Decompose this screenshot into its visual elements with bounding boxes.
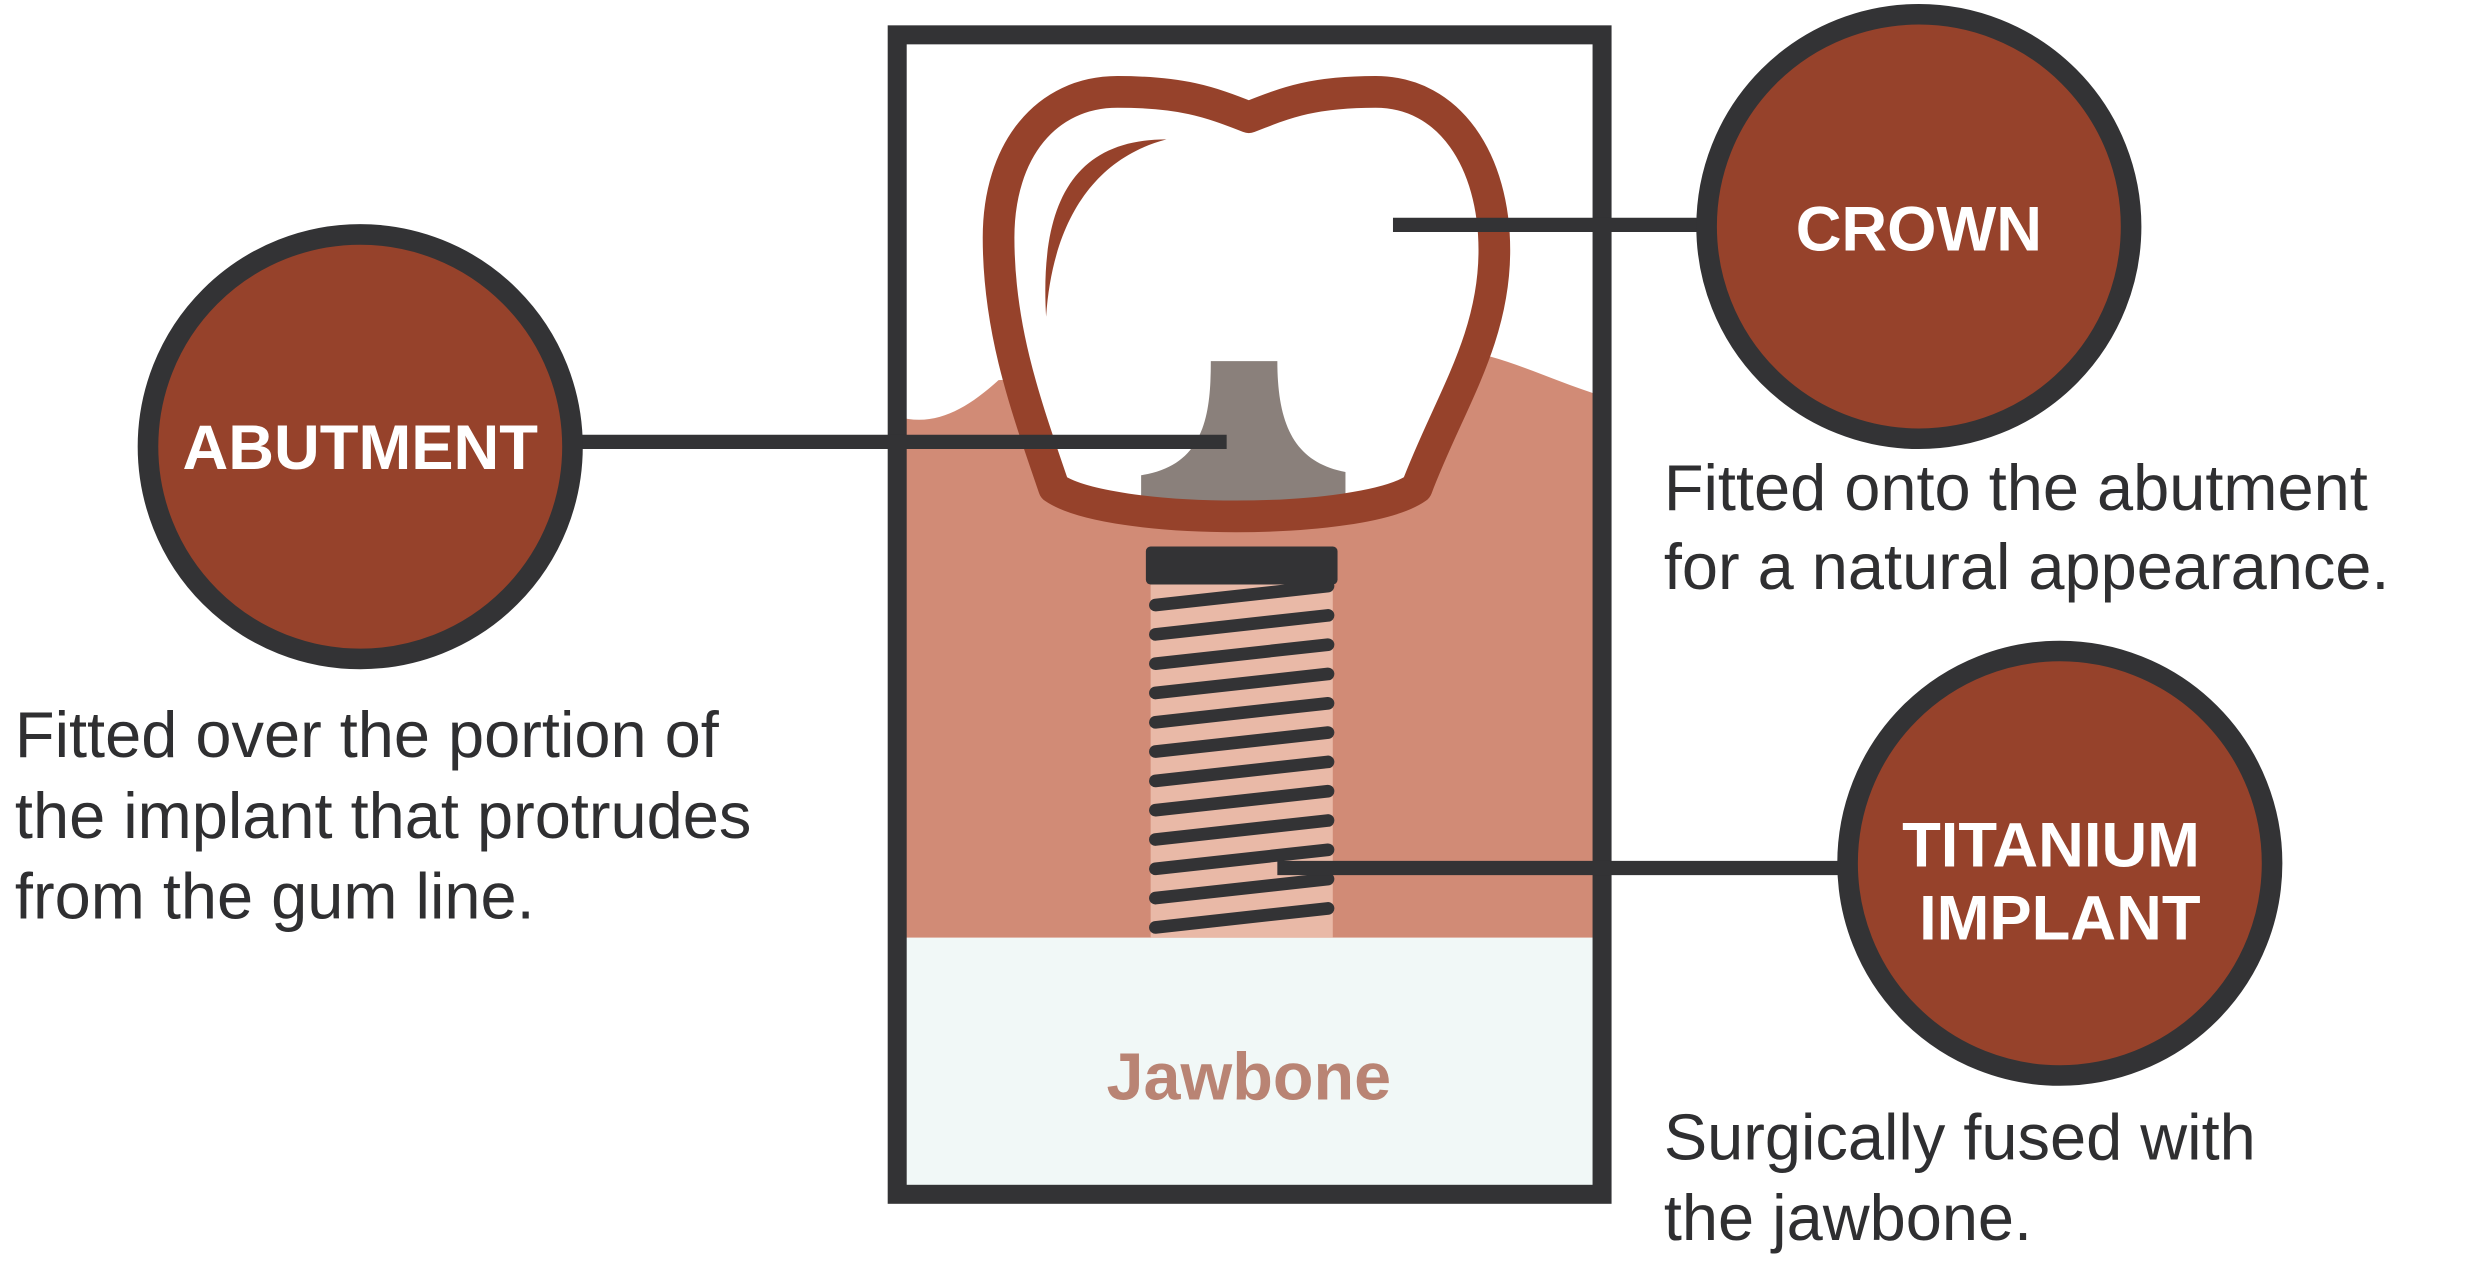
implant-description-line: the jawbone.	[1664, 1181, 2032, 1254]
crown-description-line: Fitted onto the abutment	[1664, 451, 2368, 524]
implant-callout: TITANIUM IMPLANT Surgically fused with t…	[1664, 651, 2274, 1254]
implant-description: Surgically fused with the jawbone.	[1664, 1100, 2274, 1254]
abutment-description: Fitted over the portion of the implant t…	[15, 698, 769, 933]
abutment-title: ABUTMENT	[183, 413, 539, 483]
implant-title-line: IMPLANT	[1919, 883, 2201, 953]
abutment-description-line: Fitted over the portion of	[15, 698, 720, 771]
implant-title-line: TITANIUM	[1902, 810, 2200, 880]
crown	[999, 92, 1495, 517]
abutment-description-line: the implant that protrudes	[15, 779, 751, 852]
jawbone-label: Jawbone	[1107, 1040, 1392, 1114]
abutment-callout: ABUTMENT Fitted over the portion of the …	[15, 234, 769, 932]
implant-collar	[1146, 546, 1338, 584]
crown-description: Fitted onto the abutment for a natural a…	[1664, 451, 2390, 603]
cross-section-panel: Jawbone	[897, 35, 1602, 1194]
crown-description-line: for a natural appearance.	[1664, 530, 2390, 603]
titanium-implant	[1146, 546, 1338, 937]
abutment-title-line: ABUTMENT	[183, 413, 539, 483]
crown-title: CROWN	[1796, 194, 2042, 264]
crown-title-line: CROWN	[1796, 194, 2042, 264]
crown-callout: CROWN Fitted onto the abutment for a nat…	[1664, 14, 2390, 603]
implant-description-line: Surgically fused with	[1664, 1100, 2256, 1173]
abutment-description-line: from the gum line.	[15, 860, 535, 933]
